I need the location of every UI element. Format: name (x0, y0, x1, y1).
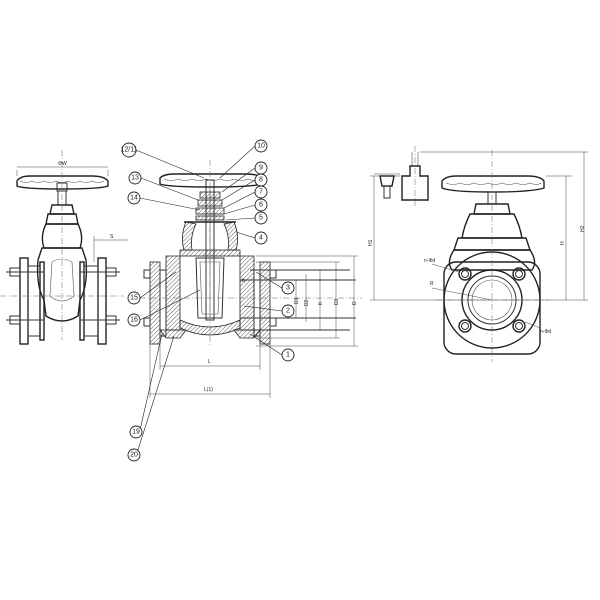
callout-8: 8 (254, 173, 268, 187)
left-elevation-view: ΦW (0, 150, 128, 345)
svg-text:9: 9 (259, 165, 263, 172)
callout-10: 10 (254, 139, 268, 153)
svg-text:3: 3 (286, 285, 290, 292)
dim-l1: L(1) (204, 387, 213, 393)
svg-text:14: 14 (130, 195, 138, 202)
callout-13: 13 (128, 171, 142, 185)
svg-text:2: 2 (286, 308, 290, 315)
svg-text:8: 8 (259, 177, 263, 184)
callout-5: 5 (254, 211, 268, 225)
left-flange (6, 257, 45, 345)
dim-r: R (430, 281, 434, 287)
callout-1: 1 (281, 348, 295, 362)
t-key-detail (374, 146, 429, 206)
dims-bottom: L L(1) (149, 344, 271, 398)
bolt-holes (458, 267, 526, 333)
dim-face-s: S (110, 234, 114, 240)
dim-b: b (242, 278, 245, 284)
callout-15: 15 (127, 291, 141, 305)
callout-12-11: 12/11 (121, 142, 138, 158)
dim-handwheel-dia: ΦW (58, 161, 67, 167)
dim-l: L (208, 359, 211, 365)
svg-text:20: 20 (130, 452, 138, 459)
svg-text:13: 13 (131, 175, 139, 182)
svg-text:6: 6 (259, 202, 263, 209)
svg-text:19: 19 (132, 429, 140, 436)
callout-14: 14 (127, 191, 141, 205)
dim-h: H (560, 241, 566, 245)
svg-text:7: 7 (259, 189, 263, 196)
callout-3: 3 (281, 281, 295, 295)
dim-h1: H1 (368, 239, 374, 246)
dim-bolt-top: n-Φd (424, 258, 435, 264)
svg-text:5: 5 (259, 215, 263, 222)
svg-text:4: 4 (259, 235, 263, 242)
dim-h2: H2 (580, 225, 586, 232)
callout-19: 19 (129, 425, 143, 439)
dim-bolt-bottom: n-Φd (540, 329, 551, 335)
svg-text:15: 15 (130, 295, 138, 302)
dims-right: D1 D2 K D3 D b (242, 255, 358, 347)
callout-6: 6 (254, 198, 268, 212)
middle-section-view: D1 D2 K D3 D b L L(1) (121, 139, 362, 462)
handwheel-left: ΦW (16, 161, 109, 192)
dim-d1: D1 (294, 297, 300, 304)
right-flange (79, 257, 120, 345)
dim-k: K (318, 301, 324, 305)
callout-2: 2 (281, 304, 295, 318)
dim-d: D (352, 301, 358, 305)
svg-text:10: 10 (257, 143, 265, 150)
callout-7: 7 (254, 185, 268, 199)
callout-16: 16 (127, 313, 141, 327)
callout-9: 9 (254, 161, 268, 175)
dim-d3: D3 (334, 298, 340, 305)
svg-text:1: 1 (286, 352, 290, 359)
leader-lines (135, 145, 283, 454)
svg-text:12/11: 12/11 (121, 147, 138, 154)
callout-4: 4 (254, 231, 268, 245)
dim-d2: D2 (304, 299, 310, 306)
svg-text:16: 16 (130, 317, 138, 324)
height-dims: H1 H H2 (368, 151, 588, 301)
callout-20: 20 (127, 448, 141, 462)
right-end-view: n-Φd n-Φd R H1 H H2 (368, 146, 588, 362)
